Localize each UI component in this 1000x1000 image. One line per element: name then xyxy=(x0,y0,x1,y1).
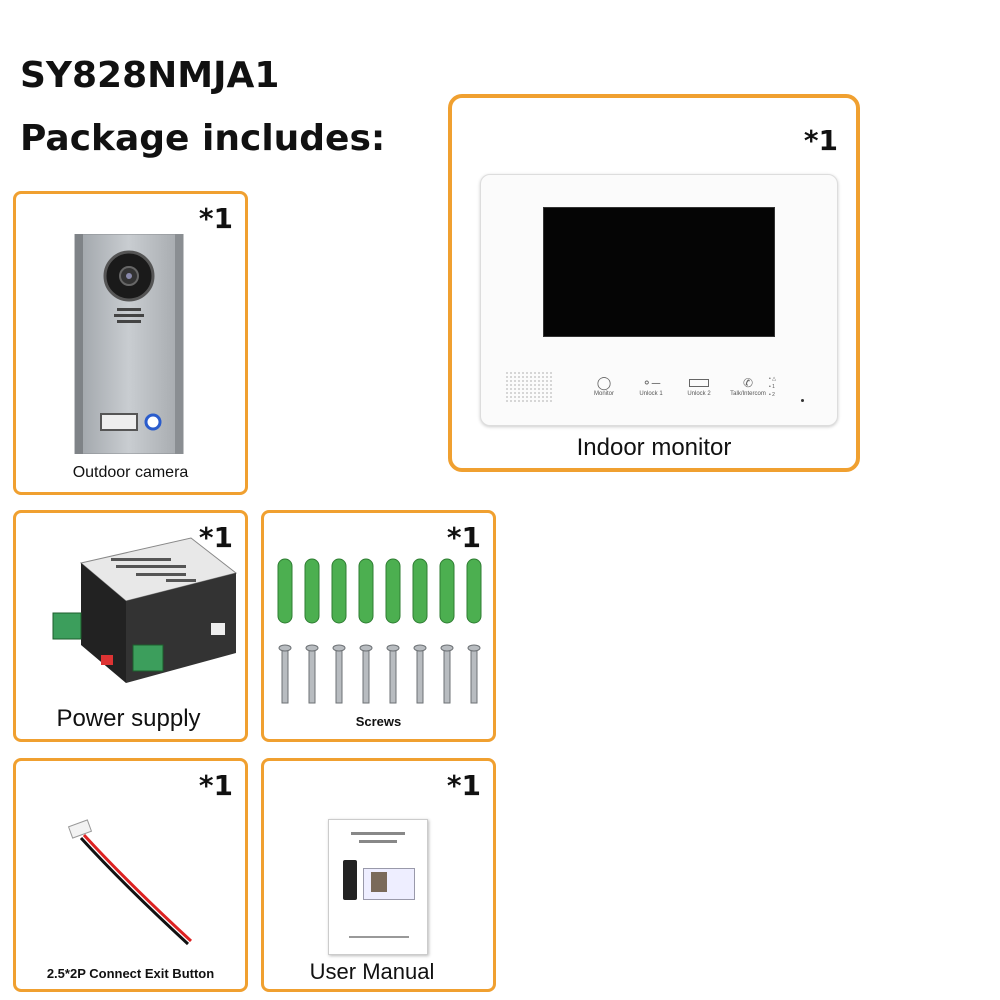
indicator-2: • 2 xyxy=(769,392,775,398)
indicator-1: • 1 xyxy=(769,384,775,390)
indicator-lights: • △ • 1 • 2 xyxy=(769,375,776,399)
power-supply-image xyxy=(52,537,238,683)
bell-indicator: • △ xyxy=(769,376,776,382)
exit-button-cable-image xyxy=(67,819,193,946)
card-outdoor-camera: *1 Outdoor camera xyxy=(13,191,248,495)
label-power-supply: Power supply xyxy=(56,705,201,732)
label-outdoor-camera: Outdoor camera xyxy=(72,464,189,481)
label-indoor-monitor: Indoor monitor xyxy=(576,434,732,461)
qty-screws: *1 xyxy=(446,521,481,554)
monitor-button-monitor: ◯ Monitor xyxy=(587,375,621,397)
manual-title-lines xyxy=(351,832,405,835)
model-title: SY828NMJA1 xyxy=(20,55,280,96)
screws-image xyxy=(277,558,482,704)
card-power-supply: *1 Power supply xyxy=(13,510,248,742)
manual-cover-doorbell xyxy=(343,860,357,900)
handset-icon: ✆ xyxy=(742,376,754,390)
card-exit-button-cable: *1 2.5*2P Connect Exit Button xyxy=(13,758,248,992)
key-icon: ⚬─ xyxy=(641,376,661,390)
monitor-screen xyxy=(543,207,775,337)
monitor-button-unlock-2: Unlock 2 xyxy=(681,375,717,397)
qty-user-manual: *1 xyxy=(446,769,481,802)
speaker-grille xyxy=(505,371,553,403)
card-screws: *1 Screws xyxy=(261,510,496,742)
user-manual-image xyxy=(328,819,428,955)
indoor-monitor-image: ◯ Monitor ⚬─ Unlock 1 Unlock 2 ✆ Talk/In… xyxy=(480,174,838,426)
package-heading: Package includes: xyxy=(20,118,386,159)
monitor-button-talk-intercom: ✆ Talk/Intercom xyxy=(727,375,769,397)
label-user-manual: User Manual xyxy=(309,959,435,984)
monitor-button-unlock-1: ⚬─ Unlock 1 xyxy=(633,375,669,397)
manual-footer-line xyxy=(349,936,409,938)
label-exit-button-cable: 2.5*2P Connect Exit Button xyxy=(46,966,215,981)
qty-outdoor-camera: *1 xyxy=(198,202,233,235)
qty-exit-button-cable: *1 xyxy=(198,769,233,802)
card-indoor-monitor: *1 ◯ Monitor ⚬─ Unlock 1 Unlock 2 ✆ Talk… xyxy=(448,94,860,472)
outdoor-camera-image xyxy=(74,234,184,454)
power-led xyxy=(801,399,804,402)
card-user-manual: *1 User Manual xyxy=(261,758,496,992)
gate-icon xyxy=(681,375,717,391)
qty-indoor-monitor: *1 xyxy=(803,124,838,157)
label-screws: Screws xyxy=(355,714,402,729)
person-icon: ◯ xyxy=(596,375,612,390)
